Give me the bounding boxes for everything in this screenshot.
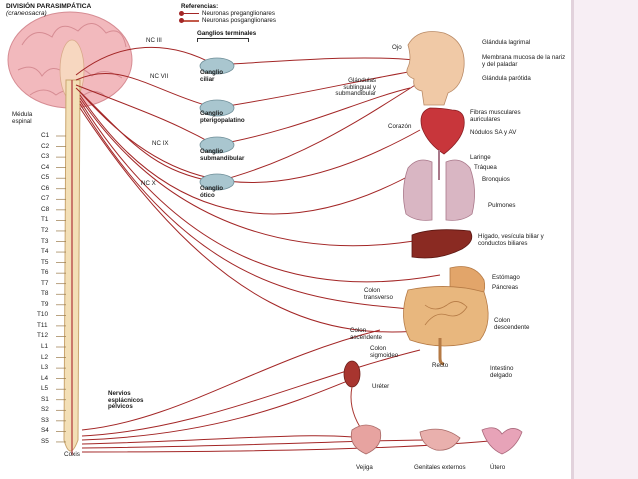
recto-label: Recto [432,362,449,369]
heart-organ [420,107,465,155]
segment-label: T10 [37,311,49,319]
segment-label: S4 [41,427,49,435]
intestines-organ [403,286,489,366]
ganglion-otico-label: Ganglio ótico [200,185,224,199]
segment-label: L2 [41,353,49,361]
segment-label: C5 [41,174,50,182]
segment-label: L5 [41,385,49,393]
traquea-label: Tráquea [474,164,497,171]
subtitle-text: (craneosacra) [6,10,47,18]
nodulos-label: Nódulos SA y AV [470,129,517,136]
ganglion-pterigopalatino-label: Ganglio pterigopalatino [200,110,245,124]
legend: Referencias: Neuronas preganglionares Ne… [179,3,276,25]
segment-label: C4 [41,163,50,171]
terminal-ganglia [199,57,235,191]
vejiga-label: Vejiga [356,464,373,471]
bronquios-label: Bronquios [482,176,510,183]
legend-post-swatch [179,18,199,23]
ganglia-heading: Ganglios terminales [197,30,257,37]
genitals-organ [419,428,461,451]
ganglion-ciliar-label: Ganglio ciliar [200,69,224,83]
liver-organ [411,229,473,259]
segment-label: L4 [41,374,49,382]
colon-sigmoideo-label: Colon sigmoideo [370,345,399,359]
segment-label: T4 [41,248,49,256]
segment-label: T9 [41,300,49,308]
segment-label: T8 [41,290,49,298]
genitales-label: Genitales externos [414,464,466,471]
segment-label: T5 [41,258,49,266]
segment-label: S2 [41,406,49,414]
pancreas-label: Páncreas [492,284,519,291]
side-panel [574,0,638,479]
fibras-musculares-label: Fibras musculares auriculares [470,109,521,123]
segment-label: Coxis [64,450,80,458]
pelvic-nerves-label: Nervios esplácnicos pélvicos [108,390,144,410]
estomago-label: Estómago [492,274,520,281]
page-divider [571,0,574,479]
segment-label: S1 [41,395,49,403]
brain-illustration [7,11,133,109]
uterus-organ [481,427,523,455]
membrana-mucosa-label: Membrana mucosa de la nariz y del palada… [482,54,566,68]
diagram-title: DIVISIÓN PARASIMPÁTICA (craneosacra) [6,3,91,18]
colon-ascendente-label: Colon ascendente [350,327,382,341]
ganglia-bracket [197,38,249,42]
pulmones-label: Pulmones [488,202,516,209]
segment-label: C7 [41,195,50,203]
segment-label: C1 [41,132,50,139]
segment-label: T2 [41,226,49,234]
spinal-cord-label: Médula espinal [12,111,33,125]
ojo-label: Ojo [392,44,402,51]
segment-label: C3 [41,153,50,161]
bladder-organ [350,424,382,455]
glandula-lagrimal-label: Glándula lagrimal [482,39,531,46]
segment-label: C2 [41,142,50,150]
segment-label: L3 [41,364,49,372]
higado-label: Hígado, vesícula biliar y conductos bili… [478,233,544,247]
glandula-parotida-label: Glándula parótida [482,75,531,82]
legend-pre-swatch [179,11,199,16]
legend-title: Referencias: [181,3,219,10]
nc-ix-label: NC IX [152,140,169,147]
laringe-label: Laringe [470,154,491,161]
segment-label: T11 [37,321,48,329]
segment-label: C6 [41,184,50,192]
segment-label: T3 [41,237,49,245]
colon-descendente-label: Colon descendente [494,317,530,331]
segment-label: T1 [41,216,49,224]
segment-label: T6 [41,269,49,277]
segment-label: S5 [41,437,49,445]
segment-label: T12 [37,332,49,340]
kidney-organ [343,360,361,428]
segment-label: L1 [41,343,49,350]
segment-label: T7 [41,279,49,287]
glandulas-sublinguales-label: Glándulas sublingual y submandibular [335,77,376,97]
legend-pre-label: Neuronas preganglionares [202,10,275,18]
corazon-label: Corazón [388,123,412,130]
segment-label: S3 [41,416,49,424]
ureter-label: Uréter [372,383,390,390]
intestino-delgado-label: Intestino delgado [490,365,514,379]
legend-pre: Neuronas preganglionares [179,10,276,18]
nc-iii-label: NC III [146,37,162,44]
legend-post: Neuronas posganglionares [179,17,276,25]
colon-transverso-label: Colon transverso [364,287,393,301]
diagram-artwork [7,11,523,455]
utero-label: Útero [490,464,506,471]
segment-label: C8 [41,205,50,213]
title-text: DIVISIÓN PARASIMPÁTICA [6,3,92,10]
vertebra-ticks [56,135,66,443]
lungs-organ [403,150,475,221]
nc-x-label: NC X [141,180,156,187]
spinal-cord [63,79,81,455]
legend-post-label: Neuronas posganglionares [202,17,276,25]
nc-vii-label: NC VII [150,73,169,80]
ganglion-submandibular-label: Ganglio submandibular [200,148,245,162]
head-profile [406,31,465,106]
